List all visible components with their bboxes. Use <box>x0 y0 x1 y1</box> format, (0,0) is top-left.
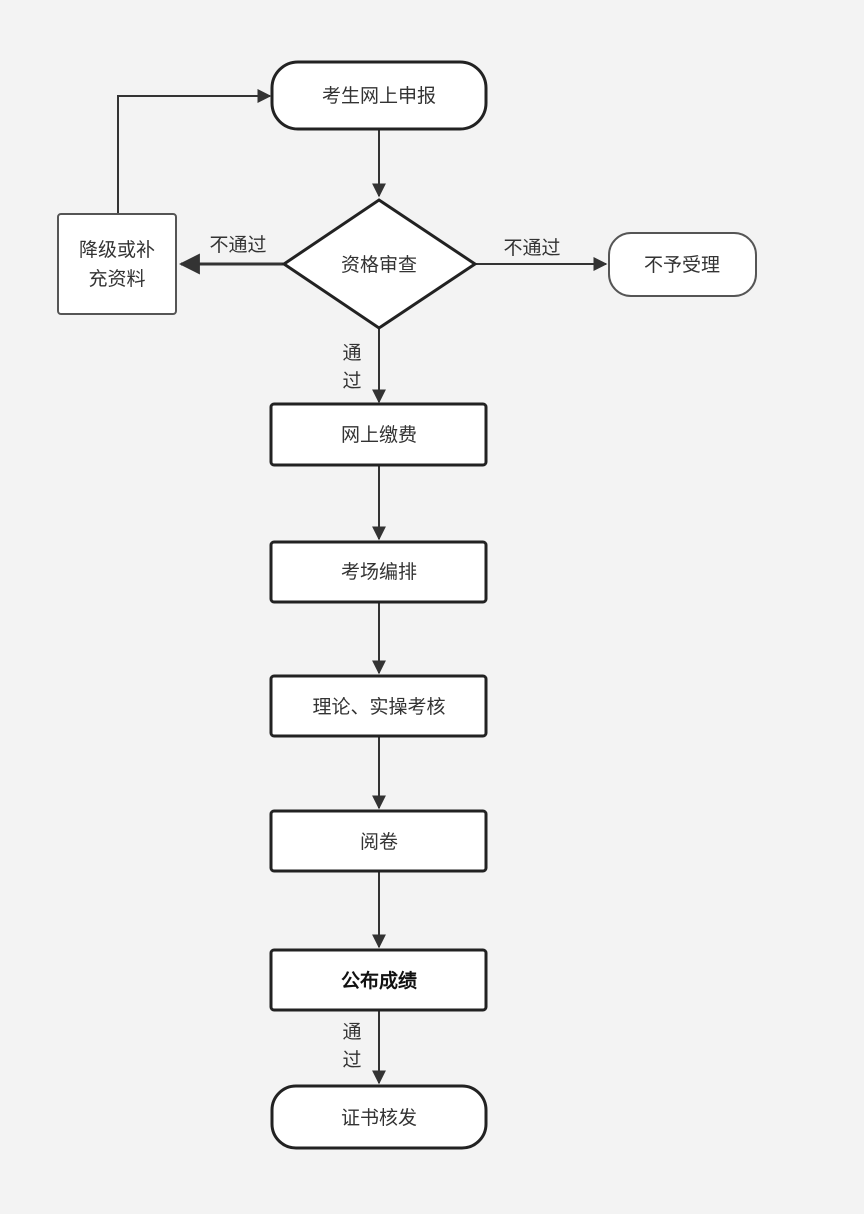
node-exam: 理论、实操考核 <box>269 674 488 738</box>
node-reject-shape <box>608 232 757 297</box>
node-supplement-shape <box>57 213 177 315</box>
node-grading-label: 阅卷 <box>360 831 398 853</box>
node-arrange: 考场编排 <box>269 540 488 604</box>
node-certificate: 证书核发 <box>270 1084 488 1150</box>
node-certificate-shape <box>270 1084 488 1150</box>
node-grading: 阅卷 <box>269 809 488 873</box>
label-fail-left: 不通过 <box>209 234 266 256</box>
node-results-shape <box>269 948 488 1012</box>
node-reject-label: 不予受理 <box>644 254 720 276</box>
node-supplement-label-1: 降级或补 <box>79 239 155 261</box>
label-pass-results-2: 过 <box>342 1049 361 1071</box>
edge-labels: 不通过 不通过 通 过 通 过 <box>209 234 560 1071</box>
node-grading-shape <box>269 809 488 873</box>
node-review-shape <box>281 198 478 330</box>
node-results: 公布成绩 <box>269 948 488 1012</box>
node-certificate-label: 证书核发 <box>341 1107 417 1129</box>
edge-supplement-to-start <box>117 89 272 214</box>
node-start-shape <box>270 60 488 131</box>
label-pass-results-1: 通 <box>342 1021 361 1043</box>
node-start: 考生网上申报 <box>270 60 488 131</box>
node-exam-shape <box>269 674 488 738</box>
node-arrange-label: 考场编排 <box>341 561 417 583</box>
node-start-label: 考生网上申报 <box>322 85 436 107</box>
node-arrange-shape <box>269 540 488 604</box>
node-exam-label: 理论、实操考核 <box>312 696 445 718</box>
node-payment-label: 网上缴费 <box>341 424 417 446</box>
label-pass-review-1: 通 <box>342 342 361 364</box>
node-review-label: 资格审查 <box>341 254 417 276</box>
node-results-label: 公布成绩 <box>341 969 417 992</box>
label-fail-right: 不通过 <box>503 237 560 259</box>
edges <box>117 89 608 1085</box>
node-payment-shape <box>269 402 488 467</box>
label-pass-review-2: 过 <box>342 370 361 392</box>
node-supplement: 降级或补 充资料 <box>57 213 177 315</box>
node-supplement-label-2: 充资料 <box>88 268 145 290</box>
nodes: 考生网上申报 资格审查 降级或补 充资料 不予受理 网上缴费 考场编排 <box>57 60 757 1150</box>
node-payment: 网上缴费 <box>269 402 488 467</box>
node-reject: 不予受理 <box>608 232 757 297</box>
node-review: 资格审查 <box>281 198 478 330</box>
